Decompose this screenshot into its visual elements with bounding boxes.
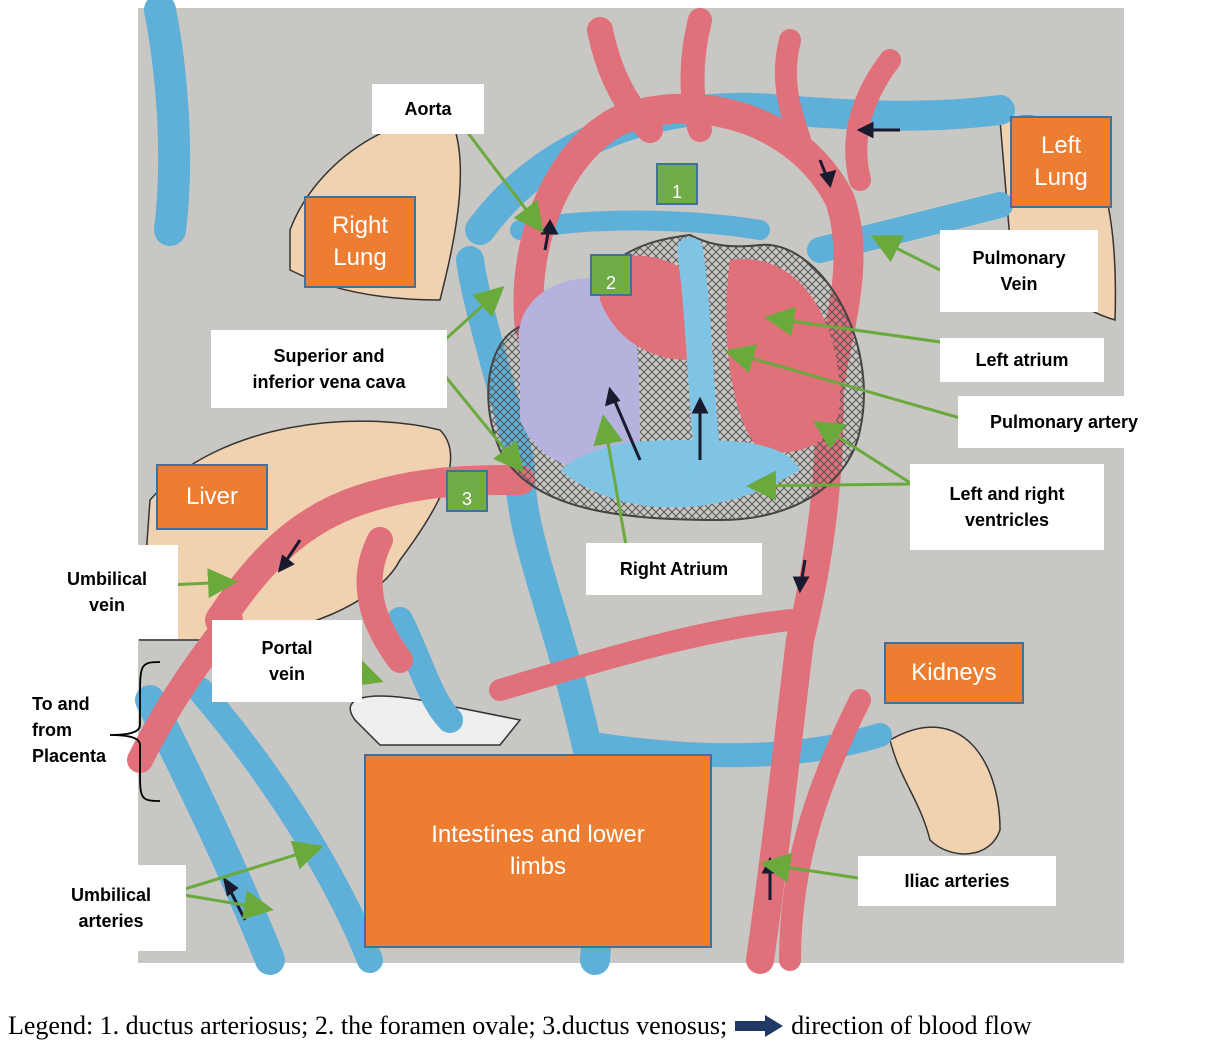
label-portal-vein: Portal vein bbox=[212, 620, 362, 702]
pointer-aorta bbox=[466, 132, 544, 233]
label-aorta: Aorta bbox=[372, 84, 484, 134]
pointer-umbilical-artery-1 bbox=[171, 840, 324, 895]
pointer-pulmonary-vein bbox=[870, 235, 941, 272]
flow-direction-arrow-icon bbox=[735, 1015, 784, 1037]
organ-kidneys: Kidneys bbox=[884, 642, 1024, 704]
label-left-atrium: Left atrium bbox=[940, 338, 1104, 382]
fetal-circulation-diagram: Aorta Pulmonary Vein Left atrium Pulmona… bbox=[4, 0, 1170, 975]
legend: Legend: 1. ductus arteriosus; 2. the for… bbox=[8, 1006, 1228, 1046]
organ-intestines: Intestines and lower limbs bbox=[364, 754, 712, 948]
pointer-ventricles-2 bbox=[746, 470, 913, 501]
label-ventricles: Left and right ventricles bbox=[910, 464, 1104, 550]
label-iliac-arteries: Iliac arteries bbox=[858, 856, 1056, 906]
legend-text-after: direction of blood flow bbox=[791, 1011, 1032, 1040]
marker-2: 2 bbox=[590, 254, 632, 296]
label-vena-cava: Superior and inferior vena cava bbox=[211, 330, 447, 408]
label-umbilical-vein: Umbilical vein bbox=[36, 545, 178, 639]
pointer-left-atrium bbox=[764, 306, 941, 344]
organ-right-lung: Right Lung bbox=[304, 196, 416, 288]
label-umbilical-arteries: Umbilical arteries bbox=[36, 865, 186, 951]
marker-3: 3 bbox=[446, 470, 488, 512]
organ-left-lung: Left Lung bbox=[1010, 116, 1112, 208]
kidney-shape bbox=[889, 726, 1001, 855]
pointer-umbilical-vein bbox=[167, 568, 238, 599]
pointer-umbilical-artery-2 bbox=[171, 890, 274, 920]
heart-ventricle bbox=[560, 440, 800, 508]
placenta-brace bbox=[109, 661, 161, 802]
label-pulmonary-artery: Pulmonary artery bbox=[958, 396, 1170, 448]
pointer-pulmonary-artery bbox=[724, 344, 961, 420]
organ-liver: Liver bbox=[156, 464, 268, 530]
pointer-right-atrium bbox=[593, 414, 628, 546]
legend-text-before: Legend: 1. ductus arteriosus; 2. the for… bbox=[8, 1011, 728, 1040]
label-right-atrium: Right Atrium bbox=[586, 543, 762, 595]
marker-1: 1 bbox=[656, 163, 698, 205]
pointer-iliac-arteries bbox=[760, 852, 859, 883]
label-pulmonary-vein: Pulmonary Vein bbox=[940, 230, 1098, 312]
label-to-from-placenta: To and from Placenta bbox=[4, 660, 108, 800]
heart-left-chamber bbox=[726, 259, 840, 453]
pointer-ventricles-1 bbox=[812, 420, 913, 486]
heart-septum bbox=[677, 237, 723, 493]
